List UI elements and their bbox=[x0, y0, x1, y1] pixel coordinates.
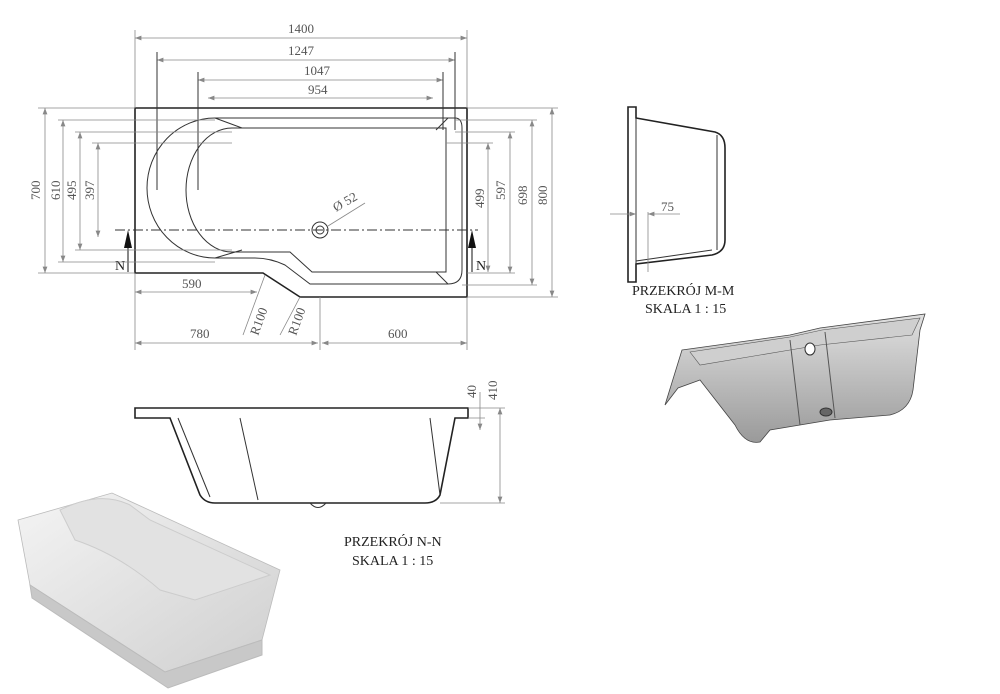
dim-954: 954 bbox=[308, 82, 328, 97]
dim-780: 780 bbox=[190, 326, 210, 341]
dim-499: 499 bbox=[472, 189, 487, 209]
dim-700: 700 bbox=[28, 181, 43, 201]
section-mm-title: PRZEKRÓJ M-M bbox=[632, 282, 735, 299]
iso-render-underside bbox=[664, 313, 926, 443]
drain-diameter-label: Ø 52 bbox=[330, 189, 360, 215]
dim-40: 40 bbox=[464, 385, 479, 398]
section-nn-scale: SKALA 1 : 15 bbox=[352, 554, 433, 569]
dim-1247: 1247 bbox=[288, 43, 315, 58]
dim-610: 610 bbox=[48, 181, 63, 201]
dim-800: 800 bbox=[535, 186, 550, 206]
radius-label-2: R100 bbox=[285, 305, 309, 337]
iso-render-top bbox=[17, 492, 281, 689]
section-nn: 40 410 PRZEKRÓJ N-N SKALA 1 : 15 bbox=[134, 381, 505, 569]
dim-1400: 1400 bbox=[288, 21, 314, 36]
section-marker-n-left: N bbox=[115, 259, 125, 274]
section-mm: 75 PRZEKRÓJ M-M SKALA 1 : 15 bbox=[610, 106, 735, 317]
section-mm-scale: SKALA 1 : 15 bbox=[645, 302, 726, 317]
section-nn-title: PRZEKRÓJ N-N bbox=[344, 533, 442, 550]
dim-600: 600 bbox=[388, 326, 408, 341]
dim-1047: 1047 bbox=[304, 63, 331, 78]
top-view: Ø 52 N N 1400 1247 1047 954 700 610 495 … bbox=[28, 21, 558, 350]
dim-698: 698 bbox=[515, 186, 530, 206]
dim-410: 410 bbox=[485, 381, 500, 401]
dim-495: 495 bbox=[64, 181, 79, 201]
dim-75: 75 bbox=[661, 199, 674, 214]
dim-397: 397 bbox=[82, 180, 97, 200]
radius-label-1: R100 bbox=[247, 305, 271, 337]
dim-590: 590 bbox=[182, 276, 202, 291]
section-marker-n-right: N bbox=[476, 259, 486, 274]
dim-597: 597 bbox=[493, 180, 508, 200]
